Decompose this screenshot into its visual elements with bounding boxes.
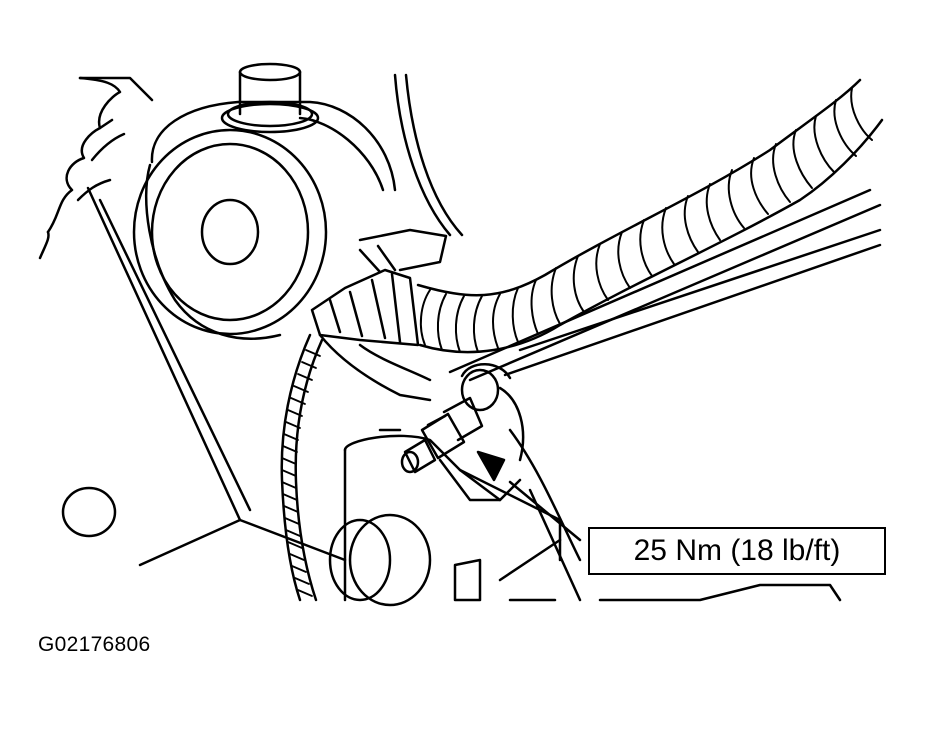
engine-housing <box>358 73 464 272</box>
figure-id: G02176806 <box>38 633 151 656</box>
torque-specification: 25 Nm (18 lb/ft) <box>633 534 841 567</box>
torque-arrow <box>476 450 582 542</box>
harness-clamp <box>310 244 432 402</box>
torque-callout-box: 25 Nm (18 lb/ft) <box>588 527 886 575</box>
vertical-pipe <box>220 62 320 134</box>
sensor <box>400 363 525 474</box>
sensor-wire <box>280 333 324 602</box>
pulley <box>132 100 397 340</box>
parallel-tubes <box>448 188 882 382</box>
mounting-boss <box>328 428 842 607</box>
engine-block-casting <box>38 76 347 567</box>
wiring-harness-main <box>416 78 884 354</box>
bolt-hole <box>61 486 117 538</box>
